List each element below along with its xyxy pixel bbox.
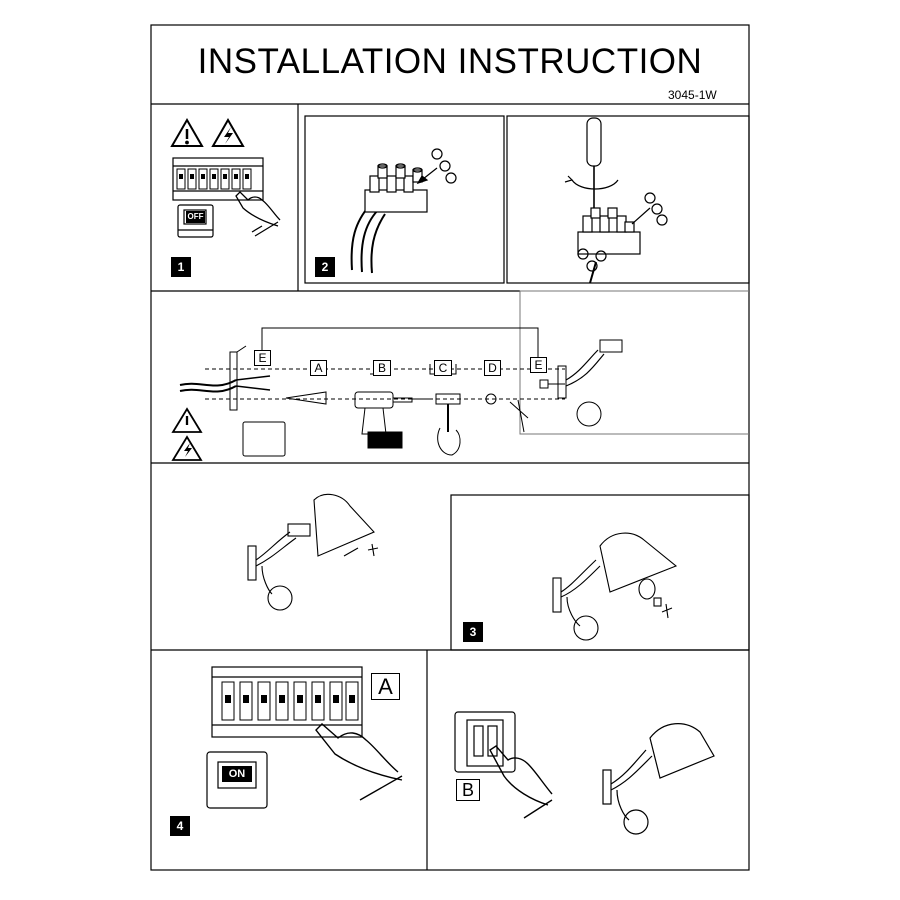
- switch-label-b: B: [456, 779, 480, 801]
- hammer-icon: [435, 393, 461, 456]
- part-label-d: D: [484, 360, 501, 376]
- model-code: 3045-1W: [668, 88, 717, 102]
- panel-2: [350, 148, 457, 274]
- panel-2b-frame: [506, 115, 750, 284]
- panel-2-frame: [304, 115, 505, 284]
- warning-triangle-icon: [170, 117, 204, 147]
- step-badge-3: 3: [463, 622, 483, 642]
- panel-2b: [564, 117, 668, 284]
- part-label-b: B: [373, 360, 391, 376]
- switch-label-a: A: [371, 673, 400, 700]
- panel-shade: [247, 493, 678, 641]
- screwdriver-icon: [586, 117, 602, 215]
- drill-icon: [354, 391, 413, 449]
- outer-border: [150, 24, 750, 871]
- page-title: INSTALLATION INSTRUCTION: [197, 42, 703, 81]
- panel-power: [206, 666, 715, 835]
- bulb-icon: [638, 578, 662, 607]
- on-label: ON: [222, 766, 252, 782]
- panel-mounting: [171, 290, 749, 461]
- part-label-a: A: [310, 360, 327, 376]
- circuit-breaker-icon: [172, 157, 264, 201]
- part-label-e-left: E: [254, 350, 271, 366]
- step-badge-1: 1: [171, 257, 191, 277]
- step-badge-4: 4: [170, 816, 190, 836]
- off-label: OFF: [186, 211, 205, 223]
- panel-3-frame: [450, 494, 750, 651]
- part-label-c: C: [434, 360, 452, 376]
- electric-hazard-icon: [211, 117, 245, 147]
- part-label-e-right: E: [530, 357, 547, 373]
- step-badge-2: 2: [315, 257, 335, 277]
